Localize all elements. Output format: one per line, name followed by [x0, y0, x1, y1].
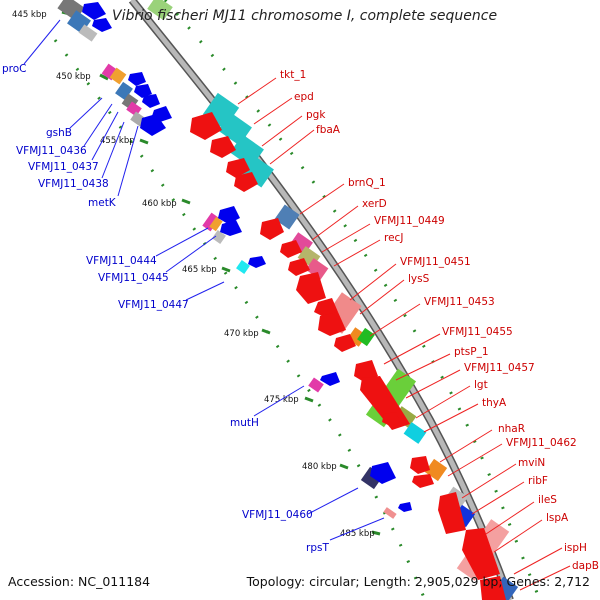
gene-label-ribF[interactable]: ribF [528, 475, 548, 487]
gene-label-nhaR[interactable]: nhaR [498, 423, 525, 435]
tick-label-485: 485 kbp [340, 529, 375, 539]
tick-label-460: 460 kbp [142, 199, 177, 209]
gene-label-VFMJ11_0438[interactable]: VFMJ11_0438 [38, 178, 109, 190]
gene-label-ptsP_1[interactable]: ptsP_1 [454, 346, 489, 358]
gene-label-metK[interactable]: metK [88, 197, 117, 209]
gene-label-dapB[interactable]: dapB [572, 560, 599, 572]
gene-label-fbaA[interactable]: fbaA [316, 124, 341, 136]
gene-label-VFMJ11_0455[interactable]: VFMJ11_0455 [442, 326, 513, 338]
left-leader-lines [23, 19, 385, 541]
gene-label-lgt[interactable]: lgt [474, 379, 488, 391]
tick-label-455: 455 kbp [100, 136, 135, 146]
tick-label-445: 445 kbp [12, 10, 47, 20]
gene-label-VFMJ11_0460[interactable]: VFMJ11_0460 [242, 509, 313, 521]
gene-label-epd[interactable]: epd [294, 91, 314, 103]
gene-label-lysS[interactable]: lysS [408, 273, 430, 285]
gene-label-VFMJ11_0449[interactable]: VFMJ11_0449 [374, 215, 445, 227]
gene-label-mviN[interactable]: mviN [518, 457, 545, 469]
gene-label-VFMJ11_0453[interactable]: VFMJ11_0453 [424, 296, 495, 308]
tick-label-465: 465 kbp [182, 265, 217, 275]
gene-label-thyA[interactable]: thyA [482, 397, 507, 409]
gene-label-VFMJ11_0445[interactable]: VFMJ11_0445 [98, 272, 169, 284]
gene-label-tkt_1[interactable]: tkt_1 [280, 69, 306, 81]
gene-label-ileS[interactable]: ileS [538, 494, 557, 506]
inner-dotted-track [53, 39, 427, 600]
tick-label-470: 470 kbp [224, 329, 259, 339]
accession-label: Accession: NC_011184 [8, 574, 151, 589]
right-leader-lines [237, 77, 571, 591]
gene-label-lspA[interactable]: lspA [546, 512, 569, 524]
gene-label-pgk[interactable]: pgk [306, 109, 326, 121]
gene-label-proC[interactable]: proC [2, 63, 27, 75]
gene-label-gshB[interactable]: gshB [46, 127, 72, 139]
gene-label-VFMJ11_0447[interactable]: VFMJ11_0447 [118, 299, 189, 311]
tick-label-480: 480 kbp [302, 462, 337, 472]
gene-label-ispH[interactable]: ispH [564, 542, 587, 554]
gene-label-rpsT[interactable]: rpsT [306, 542, 329, 554]
tick-label-450: 450 kbp [56, 72, 91, 82]
gene-label-VFMJ11_0451[interactable]: VFMJ11_0451 [400, 256, 471, 268]
gene-label-VFMJ11_0462[interactable]: VFMJ11_0462 [506, 437, 577, 449]
gene-label-VFMJ11_0444[interactable]: VFMJ11_0444 [86, 255, 157, 267]
gene-label-mutH[interactable]: mutH [230, 417, 259, 429]
gene-label-VFMJ11_0436[interactable]: VFMJ11_0436 [16, 145, 87, 157]
gene-label-xerD[interactable]: xerD [362, 198, 387, 210]
gene-label-VFMJ11_0457[interactable]: VFMJ11_0457 [464, 362, 535, 374]
forward-strand-genes [82, 2, 412, 512]
topology-label: Topology: circular; Length: 2,905,029 bp… [246, 574, 590, 589]
map-title: Vibrio fischeri MJ11 chromosome I, compl… [112, 8, 498, 24]
gene-label-brnQ_1[interactable]: brnQ_1 [348, 177, 386, 189]
gene-label-recJ[interactable]: recJ [384, 232, 403, 244]
reverse-strand-genes [190, 112, 506, 600]
gene-label-VFMJ11_0437[interactable]: VFMJ11_0437 [28, 161, 99, 173]
